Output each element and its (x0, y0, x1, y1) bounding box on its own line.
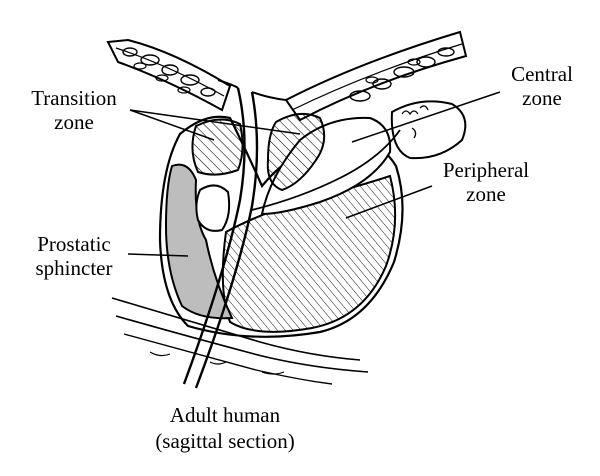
sphincter-cavity (195, 184, 231, 232)
transition-zone-left (191, 118, 244, 176)
central-zone-label-line1: Central (511, 62, 573, 86)
transition-zone-label-line2: zone (54, 110, 94, 134)
leader-lines (127, 91, 501, 257)
seminal-structure (390, 100, 467, 160)
prostatic-sphincter-label-line1: Prostatic (37, 232, 111, 256)
transition-zone-label: Transition zone (18, 86, 130, 134)
caption-line2: (sagittal section) (155, 429, 295, 453)
prostatic-sphincter-region (164, 163, 234, 320)
pubic-bone-left (106, 38, 232, 112)
bladder-wall-right (284, 30, 468, 122)
leader-peripheral (345, 185, 433, 219)
ejaculatory-duct (251, 129, 401, 211)
caption-line1: Adult human (169, 403, 281, 427)
leader-central (351, 91, 501, 143)
diagram-caption: Adult human (sagittal section) (120, 402, 330, 454)
central-zone-region (260, 116, 392, 216)
transition-zone-label-line1: Transition (31, 86, 117, 110)
leader-transition-left (129, 109, 215, 141)
leader-sphincter (127, 253, 189, 257)
peripheral-zone-label-line1: Peripheral (442, 158, 530, 182)
peripheral-zone-label: Peripheral zone (430, 158, 542, 206)
leader-transition-right (129, 109, 301, 135)
pelvic-floor (111, 297, 369, 385)
prostatic-sphincter-label-line2: sphincter (35, 256, 113, 280)
prostatic-sphincter-label: Prostatic sphincter (18, 232, 130, 280)
peripheral-zone-label-line2: zone (466, 182, 506, 206)
transition-zone-right (266, 112, 326, 192)
central-zone-label-line2: zone (522, 86, 562, 110)
central-zone-label: Central zone (492, 62, 592, 110)
